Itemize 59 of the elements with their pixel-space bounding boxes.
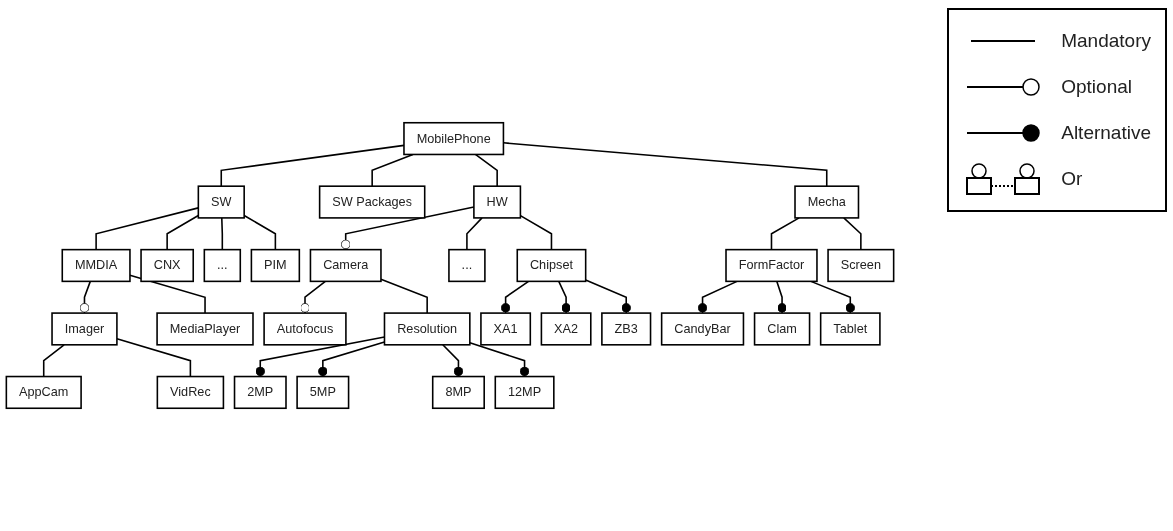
connector [775, 280, 787, 314]
legend-label: Optional [1061, 76, 1132, 98]
connector [116, 337, 192, 378]
node-box: Camera [309, 248, 382, 283]
node-box: Chipset [516, 248, 587, 283]
connector [697, 280, 738, 314]
legend-label: Mandatory [1061, 30, 1151, 52]
connector [810, 280, 856, 314]
connector [584, 279, 631, 314]
node-box: ... [203, 248, 242, 283]
node-box: Mecha [794, 185, 860, 219]
node-box: Imager [51, 312, 118, 346]
node-box: MobilePhone [403, 121, 505, 156]
connector [500, 280, 530, 314]
connector [318, 341, 386, 378]
connector [255, 336, 386, 378]
node-box: XA1 [480, 312, 532, 346]
connector [474, 153, 498, 187]
node-box: PIM [250, 248, 301, 283]
connector [371, 153, 414, 187]
legend-label: Or [1061, 168, 1083, 190]
node-box: ZB3 [601, 312, 652, 346]
node-box: 5MP [296, 375, 350, 410]
connector [42, 344, 65, 378]
legend-label: Alternative [1061, 122, 1151, 144]
connector [770, 217, 800, 251]
node-box: Resolution [383, 312, 471, 346]
node-box: Screen [827, 248, 895, 283]
node-box: MMDIA [61, 248, 131, 283]
node-box: Tablet [819, 312, 881, 346]
node-box: MediaPlayer [156, 312, 254, 346]
node-box: HW [473, 185, 522, 219]
connector [558, 280, 571, 314]
connector [221, 217, 224, 251]
connector [95, 207, 200, 251]
connector [843, 217, 862, 251]
node-box: 2MP [233, 375, 287, 410]
node-box: FormFactor [725, 248, 818, 283]
connector [129, 274, 206, 314]
connector [380, 278, 428, 314]
node-box: 8MP [431, 375, 485, 410]
node-box: VidRec [156, 375, 225, 410]
node-box: SW Packages [318, 185, 426, 219]
node-box: CandyBar [660, 312, 745, 346]
node-box: AppCam [5, 375, 82, 410]
connector [300, 280, 327, 314]
node-box: Clam [753, 312, 811, 346]
connector [469, 342, 530, 378]
connector [466, 217, 483, 251]
connector [166, 214, 200, 251]
node-box: ... [448, 248, 486, 283]
node-box: Autofocus [263, 312, 347, 346]
connector [442, 344, 464, 378]
connector [79, 280, 92, 314]
connector [519, 214, 553, 251]
node-box: XA2 [540, 312, 592, 346]
node-box: CNX [140, 248, 195, 283]
node-box: SW [197, 185, 245, 219]
node-box: 12MP [494, 375, 555, 410]
